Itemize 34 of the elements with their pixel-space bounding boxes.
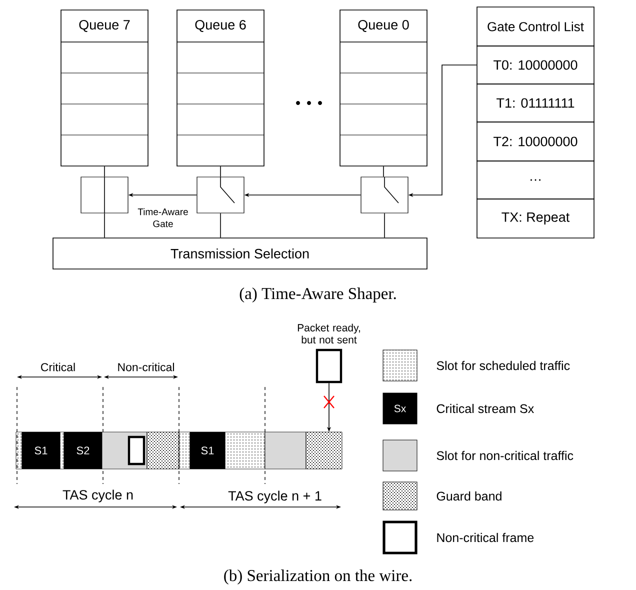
selection-box: Transmission Selection bbox=[52, 238, 428, 270]
guard-band bbox=[306, 432, 342, 470]
queue-column: Queue 6 bbox=[176, 10, 264, 166]
table-row: T2: 10000000 bbox=[476, 122, 594, 162]
stream-slot: S2 bbox=[64, 432, 102, 470]
frame-box bbox=[128, 436, 146, 466]
edge-label: Time-Aware Gate bbox=[135, 207, 191, 228]
caption: (b) Serialization on the wire. bbox=[224, 570, 412, 584]
gate-switch-box bbox=[360, 176, 408, 214]
dimension-label: Critical bbox=[41, 362, 75, 372]
dimension-label: TAS cycle n + 1 bbox=[228, 490, 322, 504]
frame-box bbox=[316, 348, 342, 384]
dimension-label: TAS cycle n bbox=[62, 490, 133, 502]
stream-slot: S1 bbox=[190, 432, 226, 470]
gate-box bbox=[80, 176, 128, 214]
non-critical-slot bbox=[264, 432, 306, 470]
table-row: … bbox=[476, 160, 594, 200]
table-row: TX: Repeat bbox=[476, 198, 594, 238]
dimension-label: Non-critical bbox=[118, 362, 174, 372]
legend-text: Slot for non-critical traffic bbox=[436, 450, 574, 460]
legend-text: Critical stream Sx bbox=[436, 404, 534, 414]
legend-text: Slot for scheduled traffic bbox=[436, 360, 570, 370]
legend-text: Non-critical frame bbox=[437, 532, 534, 542]
gate-switch-box bbox=[196, 176, 244, 214]
frame-caption: Packet ready, but not sent bbox=[298, 324, 360, 344]
legend-text: Guard band bbox=[436, 491, 502, 501]
caption: (a) Time-Aware Shaper. bbox=[240, 288, 396, 302]
table-row: T0: 10000000 bbox=[476, 46, 594, 84]
queue-column: Queue 0 bbox=[340, 10, 428, 166]
table-row: T1: 01111111 bbox=[476, 84, 594, 122]
guard-band bbox=[146, 432, 180, 470]
stream-slot: S1 bbox=[22, 432, 60, 470]
queue-column: Queue 7 bbox=[60, 10, 148, 166]
table-header: Gate Control List bbox=[476, 6, 594, 46]
